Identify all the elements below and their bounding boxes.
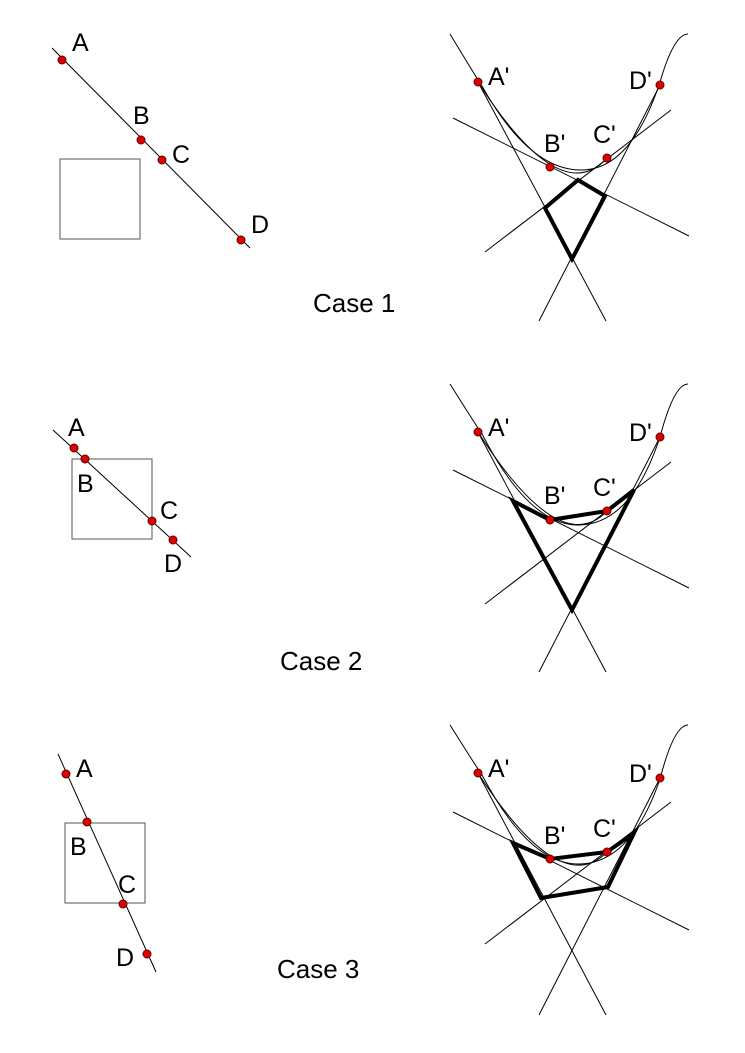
case-3-left-figure: A B C D (57, 753, 157, 973)
case-3-arc (477, 772, 608, 866)
case-3-square (64, 822, 146, 904)
case-3-point-c (118, 899, 128, 909)
case-2-caption: Case 2 (280, 646, 362, 676)
case-3-tangent-c (484, 801, 672, 945)
case-1-point-d-prime (655, 80, 665, 90)
case-3-point-a-prime (473, 768, 483, 778)
case-2-point-d (168, 535, 178, 545)
case-1-parabola (449, 33, 689, 171)
case-1-label-a-prime: A' (488, 63, 509, 91)
case-2: A B C D Case 2 A' B' C' D' (52, 383, 690, 676)
case-2-point-c (147, 516, 157, 526)
case-2-right-figure: A' B' C' D' (449, 383, 690, 673)
case-3-label-c: C (118, 871, 136, 899)
case-2-tangent-c (484, 461, 672, 605)
case-1-point-c (157, 155, 167, 165)
case-2-tangent-b (452, 469, 690, 589)
case-3-point-d (142, 949, 152, 959)
case-3: A B C D Case 3 A' B' C' D' (57, 724, 690, 1016)
case-1: A B C D Case 1 A' B' C' D' (51, 29, 690, 322)
case-1-left-figure: A B C D (51, 29, 269, 249)
case-2-point-a (69, 443, 79, 453)
case-1-point-d (236, 235, 246, 245)
case-1-label-b: B (133, 102, 150, 130)
case-1-square (59, 158, 141, 240)
case-1-quadrilateral (542, 177, 608, 264)
case-3-label-d-prime: D' (629, 760, 652, 788)
case-1-label-c: C (172, 141, 190, 169)
case-3-line (57, 753, 157, 973)
case-3-label-a: A (76, 755, 93, 783)
case-3-point-b (82, 817, 92, 827)
case-1-point-b-prime (545, 162, 555, 172)
case-2-arc (477, 431, 608, 526)
case-2-label-b: B (77, 470, 94, 498)
case-1-tangent-a (477, 81, 607, 322)
case-1-point-a-prime (473, 77, 483, 87)
case-3-caption: Case 3 (277, 954, 359, 984)
case-2-label-d: D (164, 550, 182, 578)
case-3-point-b-prime (545, 854, 555, 864)
case-3-tangent-a (477, 772, 607, 1016)
case-1-label-d-prime: D' (629, 67, 652, 95)
case-2-parabola (449, 383, 689, 526)
case-2-label-c: C (160, 497, 178, 525)
case-1-label-b-prime: B' (544, 130, 565, 158)
case-1-label-a: A (72, 29, 89, 57)
case-2-square (71, 458, 153, 540)
case-3-label-d: D (116, 944, 134, 972)
case-2-label-a-prime: A' (488, 414, 509, 442)
case-1-label-d: D (251, 211, 269, 239)
case-2-quadrilateral (508, 488, 636, 615)
case-3-right-figure: A' B' C' D' (449, 724, 690, 1016)
case-2-label-d-prime: D' (629, 419, 652, 447)
case-2-label-a: A (68, 414, 85, 442)
case-2-label-c-prime: C' (593, 474, 616, 502)
case-2-point-a-prime (473, 427, 483, 437)
case-3-label-b: B (70, 833, 87, 861)
case-3-label-c-prime: C' (593, 815, 616, 843)
case-1-right-figure: A' B' C' D' (449, 33, 690, 322)
case-1-point-c-prime (602, 153, 612, 163)
case-2-point-d-prime (655, 432, 665, 442)
case-2-point-b (80, 454, 90, 464)
case-2-point-b-prime (545, 515, 555, 525)
case-3-tangent-b (452, 811, 690, 931)
case-2-label-b-prime: B' (544, 482, 565, 510)
case-3-label-a-prime: A' (488, 755, 509, 783)
case-1-caption: Case 1 (313, 288, 395, 318)
case-1-point-a (57, 55, 67, 65)
case-2-point-c-prime (602, 506, 612, 516)
case-1-label-c-prime: C' (593, 121, 616, 149)
case-3-point-c-prime (602, 847, 612, 857)
case-2-left-figure: A B C D (52, 414, 192, 578)
case-1-line (51, 47, 251, 249)
case-1-tangent-b (452, 117, 690, 237)
case-1-arc (477, 81, 608, 174)
case-3-point-a (61, 769, 71, 779)
case-3-tangent-d (538, 777, 661, 1016)
case-3-parabola (449, 724, 689, 865)
case-3-point-d-prime (655, 773, 665, 783)
case-3-label-b-prime: B' (544, 822, 565, 850)
case-1-point-b (136, 135, 146, 145)
